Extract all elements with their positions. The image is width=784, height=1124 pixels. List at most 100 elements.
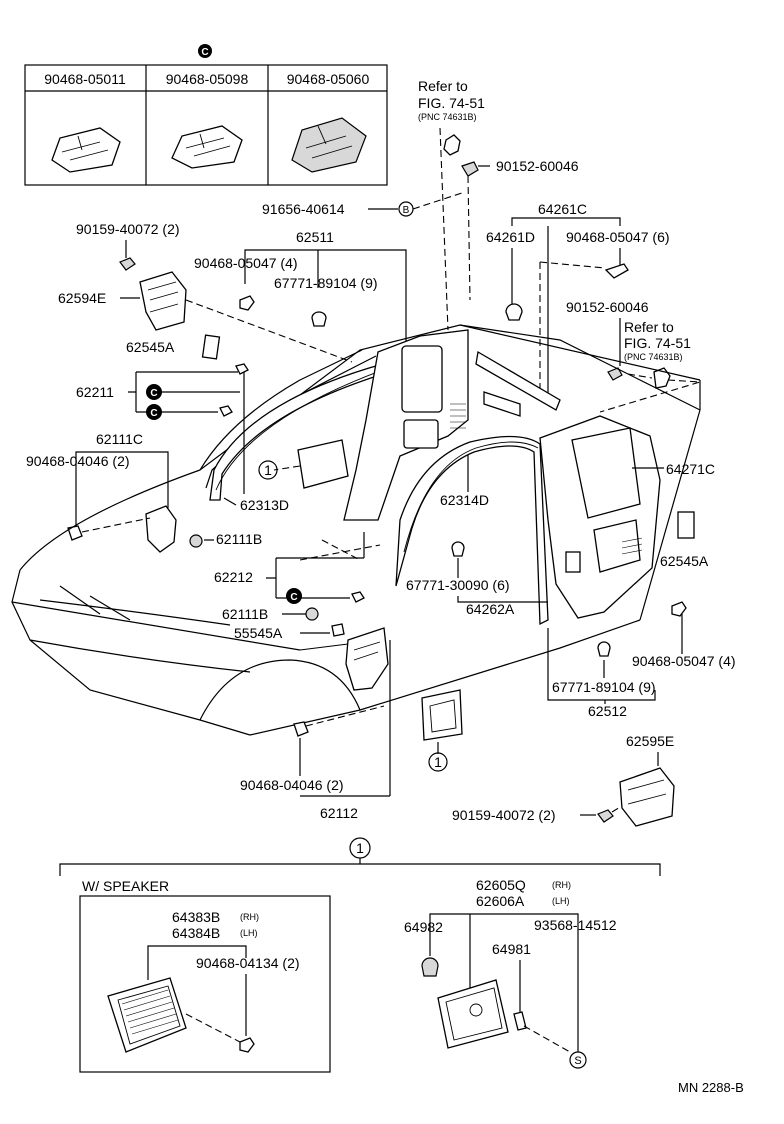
part-62511 [343, 329, 469, 521]
part-62594E [139, 271, 187, 331]
clip-67771-89104-low [597, 641, 611, 657]
svg-text:1: 1 [264, 462, 272, 478]
part-62111C [145, 505, 177, 553]
bolt-90159-40072-low [597, 809, 614, 823]
svg-text:S: S [574, 1055, 581, 1067]
clip-62212 [351, 591, 365, 603]
label-90152-60046-top: 90152-60046 [496, 158, 579, 174]
label-55545A: 55545A [234, 625, 283, 641]
clip-67771-89104-top [311, 311, 327, 327]
part-62545A-right [677, 511, 695, 539]
svg-text:C: C [290, 592, 297, 603]
clip-header-3: 90468-05060 [287, 71, 370, 87]
clip-header-1: 90468-05011 [44, 71, 126, 87]
label-lh-trim: (LH) [552, 896, 570, 906]
symbol-c-62212: C [286, 588, 302, 604]
label-64383B: 64383B [172, 909, 220, 925]
refer-right-line2: FIG. 74-51 [624, 335, 691, 351]
label-rh-speaker: (RH) [240, 912, 259, 922]
clip-90468-04134 [239, 1037, 255, 1053]
vehicle-body [11, 324, 701, 736]
label-90152-60046-right: 90152-60046 [566, 299, 649, 315]
clip-drawing-3 [291, 117, 367, 173]
refer-top-line1: Refer to [418, 78, 468, 94]
clip-header-2: 90468-05098 [166, 71, 249, 87]
label-93568-14512: 93568-14512 [534, 917, 617, 933]
label-62606A: 62606A [476, 893, 525, 909]
clip-90468-04046-low [293, 721, 309, 737]
clip-drawing-1 [51, 127, 121, 173]
label-90468-04046-low: 90468-04046 (2) [240, 777, 344, 793]
clip-refer-right [653, 367, 671, 389]
label-90468-04134: 90468-04134 (2) [196, 955, 300, 971]
label-62111B-low: 62111B [222, 606, 268, 622]
label-62111C: 62111C [96, 431, 143, 447]
label-91656-40614: 91656-40614 [262, 201, 345, 217]
symbol-c-lower: C [146, 404, 162, 420]
clip-64981 [513, 1011, 527, 1031]
clip-67771-30090 [451, 541, 465, 557]
clip-64982 [421, 957, 439, 977]
part-62112 [345, 627, 389, 691]
clip-64261D [505, 303, 523, 321]
clip-symbol-c-text: C [201, 47, 208, 58]
label-64261D: 64261D [486, 229, 535, 245]
label-62511: 62511 [296, 229, 334, 245]
ref-one-lower: 1 [428, 752, 448, 772]
clip-62211-lower [219, 405, 233, 417]
screw-top [461, 161, 479, 177]
part-64271C [539, 415, 661, 619]
label-62512: 62512 [588, 703, 627, 719]
clip-90468-05047-top [239, 295, 255, 311]
label-90468-05047-4-right: 90468-05047 (4) [632, 653, 736, 669]
clip-90468-05047-right [671, 601, 687, 617]
screw-right [607, 367, 623, 381]
refer-right-line1: Refer to [624, 319, 674, 335]
clip-90468-04046-left [67, 525, 83, 541]
label-90159-40072-low: 90159-40072 (2) [452, 807, 556, 823]
part-62595E [619, 767, 675, 827]
part-55545A [331, 623, 345, 637]
symbol-b-text: B [403, 205, 410, 216]
clip-symbol-c [198, 44, 212, 58]
label-64384B: 64384B [172, 925, 220, 941]
clip-62111B-mid [189, 534, 203, 548]
clip-62111B-low [305, 607, 319, 621]
label-62545A-left: 62545A [126, 339, 175, 355]
label-62313D: 62313D [240, 497, 289, 513]
svg-text:C: C [150, 408, 157, 419]
label-64262A: 64262A [466, 601, 515, 617]
svg-text:C: C [150, 388, 157, 399]
speaker-title: W/ SPEAKER [82, 878, 169, 894]
detail-section: 1 W/ SPEAKER 64383B (RH) 64384B (LH) 904… [59, 837, 661, 1073]
symbol-s: S [569, 1051, 587, 1069]
label-lh-speaker: (LH) [240, 928, 258, 938]
label-62545A-right: 62545A [660, 553, 709, 569]
label-62595E: 62595E [626, 733, 674, 749]
speaker-grille [107, 977, 187, 1053]
clip-drawing-2 [171, 125, 243, 169]
label-67771-89104-top: 67771-89104 (9) [274, 275, 378, 291]
label-64271C: 64271C [666, 461, 715, 477]
label-62211: 62211 [76, 384, 114, 400]
label-62605Q: 62605Q [476, 877, 526, 893]
label-64981: 64981 [492, 941, 531, 957]
label-64261C: 64261C [538, 201, 587, 217]
clip-62211-upper [235, 363, 249, 375]
ref-one-upper: 1 [258, 460, 278, 480]
refer-top-line2: FIG. 74-51 [418, 95, 485, 111]
label-90468-05047-6: 90468-05047 (6) [566, 229, 670, 245]
trim-cover [437, 979, 509, 1049]
label-64982: 64982 [404, 919, 443, 935]
label-rh-trim: (RH) [552, 880, 571, 890]
label-90159-40072-top: 90159-40072 (2) [76, 221, 180, 237]
label-62314D: 62314D [440, 492, 489, 508]
label-62111B-mid: 62111B [216, 531, 262, 547]
refer-top-line3: (PNC 74631B) [418, 112, 477, 122]
svg-text:1: 1 [434, 754, 442, 770]
label-67771-30090: 67771-30090 (6) [406, 577, 510, 593]
label-62112: 62112 [320, 805, 358, 821]
part-62545A-left [201, 334, 221, 360]
label-90468-05047-4-top: 90468-05047 (4) [194, 255, 298, 271]
